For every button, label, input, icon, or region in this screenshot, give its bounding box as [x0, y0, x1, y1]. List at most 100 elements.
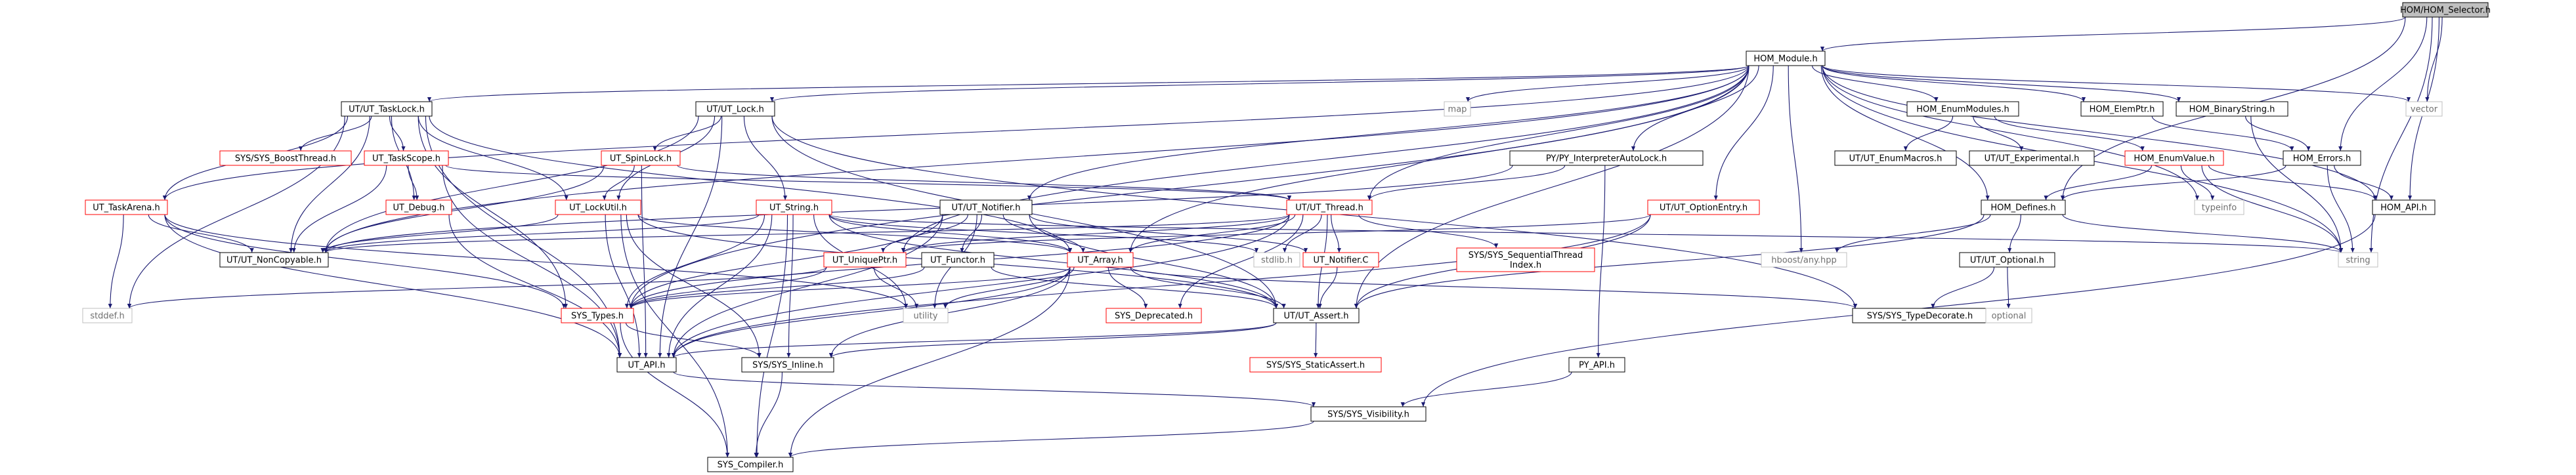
node-ut-optional[interactable]: UT/UT_Optional.h	[1959, 252, 2055, 268]
node-label: SYS/SYS_StaticAssert.h	[1266, 361, 1365, 371]
edge-ut-tasklock-to-ut-array	[429, 115, 1073, 253]
node-hom-enumvalue[interactable]: HOM_EnumValue.h	[2124, 150, 2224, 166]
edge-hom-enummod-to-ut-experimental	[1973, 115, 2024, 152]
node-box	[2124, 150, 2224, 166]
edge-ut-lock-to-ut-string	[743, 115, 788, 201]
node-box	[1906, 101, 2019, 117]
node-sys-typedecorate[interactable]: SYS/SYS_TypeDecorate.h	[1852, 308, 1988, 323]
node-map[interactable]: map	[1444, 101, 1471, 117]
edge-ut-tasklock-to-ut-noncopyable	[289, 115, 370, 253]
edge-ut-notifier-c-to-ut-assert	[1318, 266, 1338, 309]
edge-hom-module-to-ut-noncopyable	[324, 65, 1750, 253]
node-box	[939, 199, 1033, 215]
node-ut-taskscope[interactable]: UT_TaskScope.h	[364, 150, 449, 166]
node-vector[interactable]: vector	[2405, 101, 2443, 117]
node-ut-notifier[interactable]: UT/UT_Notifier.h	[939, 199, 1033, 215]
edge-hom-enummod-to-ut-enummacros	[1903, 115, 1954, 152]
edge-ut-optional-to-sys-typedecorate	[1931, 266, 1995, 309]
edge-ut-lockutil-to-ut-array	[637, 214, 1072, 253]
node-box	[1253, 252, 1300, 268]
node-ut-lock[interactable]: UT/UT_Lock.h	[695, 101, 775, 117]
node-hom-enummod[interactable]: HOM_EnumModules.h	[1906, 101, 2019, 117]
edge-hom-errors-to-hom-api	[2334, 165, 2394, 201]
node-hom-defines[interactable]: HOM_Defines.h	[1981, 199, 2066, 215]
node-ut-debug[interactable]: UT_Debug.h	[385, 199, 452, 215]
edge-hom-module-to-ut-optionentry	[1713, 65, 1774, 201]
edge-hom-module-to-map	[1466, 65, 1750, 102]
node-label: UT_UniquePtr.h	[832, 256, 897, 266]
node-sys-boost[interactable]: SYS/SYS_BoostThread.h	[219, 150, 352, 166]
node-py-api[interactable]: PY_API.h	[1568, 357, 1625, 373]
node-box	[82, 308, 133, 323]
edge-ut-notifier-to-ut-assert	[1029, 214, 1279, 309]
node-ut-spinlock[interactable]: UT_SpinLock.h	[601, 150, 681, 166]
node-ut-experimental[interactable]: UT/UT_Experimental.h	[1969, 150, 2095, 166]
edge-ut-functor-to-sys-types	[629, 266, 925, 309]
node-ut-notifier-c[interactable]: UT_Notifier.C	[1302, 252, 1379, 268]
node-label: map	[1448, 105, 1467, 115]
node-sys-inline[interactable]: SYS/SYS_Inline.h	[741, 357, 834, 373]
edge-ut-uniqueptr-to-utility	[873, 266, 919, 309]
node-sys-visibility[interactable]: SYS/SYS_Visibility.h	[1310, 406, 1427, 422]
edge-ut-array-to-sys-types	[629, 266, 1071, 309]
node-ut-taskarena[interactable]: UT_TaskArena.h	[85, 199, 168, 215]
node-ut-noncopyable[interactable]: UT/UT_NonCopyable.h	[219, 252, 329, 268]
edge-py-autolock-to-ut-noncopyable	[324, 165, 1513, 253]
node-hboost-any[interactable]: hboost/any.hpp	[1761, 252, 1847, 268]
edge-ut-uniqueptr-to-sys-types	[628, 266, 827, 309]
node-sys-staticassert[interactable]: SYS/SYS_StaticAssert.h	[1249, 357, 1382, 373]
node-hom-elemptr[interactable]: HOM_ElemPtr.h	[2080, 101, 2164, 117]
node-sys-deprecated[interactable]: SYS_Deprecated.h	[1106, 308, 1202, 323]
node-box	[1310, 406, 1427, 422]
node-box	[385, 199, 452, 215]
node-ut-string[interactable]: UT_String.h	[756, 199, 832, 215]
node-ut-array[interactable]: UT_Array.h	[1067, 252, 1134, 268]
node-ut-lockutil[interactable]: UT_LockUtil.h	[555, 199, 641, 215]
node-ut-functor[interactable]: UT_Functor.h	[921, 252, 995, 268]
node-typeinfo[interactable]: typeinfo	[2194, 199, 2244, 215]
node-box	[1456, 247, 1595, 272]
edge-ut-notifier-to-ut-uniqueptr	[881, 214, 968, 253]
node-ut-api[interactable]: UT_API.h	[616, 357, 677, 373]
node-box	[1981, 199, 2066, 215]
node-box	[616, 357, 677, 373]
edge-ut-thread-to-stdlib	[1282, 214, 1322, 253]
edge-hom-module-to-ut-thread	[1367, 65, 1750, 201]
node-box	[2405, 101, 2443, 117]
node-sys-compiler[interactable]: SYS_Compiler.h	[707, 457, 794, 472]
node-optional[interactable]: optional	[1985, 308, 2032, 323]
edge-ut-taskarena-to-utility	[164, 214, 908, 309]
node-stddef[interactable]: stddef.h	[82, 308, 133, 323]
node-utility[interactable]: utility	[903, 308, 949, 323]
node-box	[561, 308, 634, 323]
node-hom-errors[interactable]: HOM_Errors.h	[2283, 150, 2361, 166]
node-hom-binstr[interactable]: HOM_BinaryString.h	[2176, 101, 2288, 117]
node-hom-api[interactable]: HOM_API.h	[2372, 199, 2436, 215]
node-label: typeinfo	[2202, 203, 2237, 213]
node-ut-thread[interactable]: UT/UT_Thread.h	[1286, 199, 1373, 215]
node-ut-uniqueptr[interactable]: UT_UniquePtr.h	[823, 252, 907, 268]
node-label: UT/UT_Assert.h	[1283, 312, 1348, 321]
node-box	[1834, 150, 1957, 166]
node-ut-optionentry[interactable]: UT/UT_OptionEntry.h	[1647, 199, 1760, 215]
edge-hom-module-to-hom-api	[1822, 65, 2378, 201]
node-label: HOM_Errors.h	[2293, 154, 2351, 164]
edge-ut-string-to-ut-noncopyable	[324, 214, 760, 253]
node-label: optional	[1992, 312, 2027, 321]
edge-ut-lock-to-ut-noncopyable	[323, 115, 699, 253]
node-label: HOM_BinaryString.h	[2189, 105, 2275, 115]
edge-hom-module-to-hom-elemptr	[1822, 65, 2086, 102]
node-ut-enummacros[interactable]: UT/UT_EnumMacros.h	[1834, 150, 1957, 166]
node-sys-types[interactable]: SYS_Types.h	[561, 308, 634, 323]
node-box	[341, 101, 433, 117]
node-stdlib[interactable]: stdlib.h	[1253, 252, 1300, 268]
node-ut-assert[interactable]: UT/UT_Assert.h	[1273, 308, 1360, 323]
node-ut-tasklock[interactable]: UT/UT_TaskLock.h	[341, 101, 433, 117]
node-label: SYS/SYS_TypeDecorate.h	[1867, 312, 1973, 321]
node-label: UT/UT_Optional.h	[1970, 256, 2044, 266]
node-string[interactable]: string	[2338, 252, 2378, 268]
edge-ut-notifier-to-sys-types	[628, 214, 943, 309]
node-hom-module[interactable]: HOM_Module.h	[1746, 51, 1826, 66]
node-py-autolock[interactable]: PY/PY_InterpreterAutoLock.h	[1509, 150, 1704, 166]
